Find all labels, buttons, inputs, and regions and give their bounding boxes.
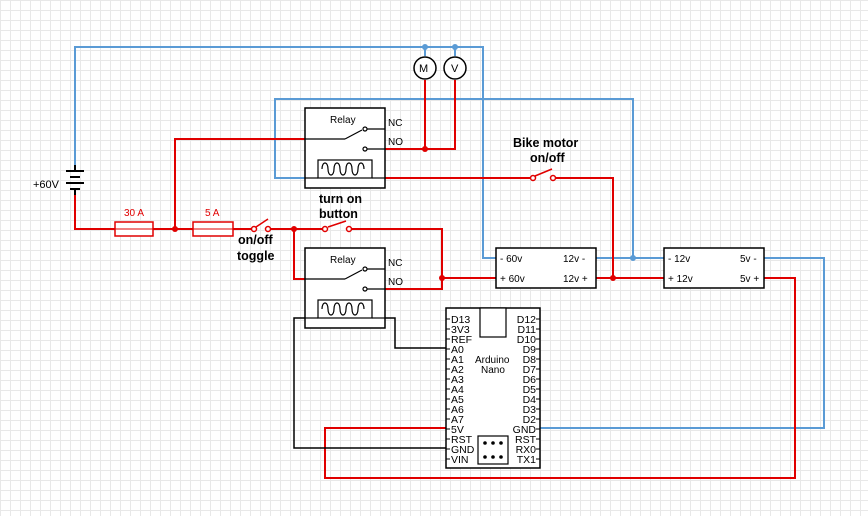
arduino-pin-rst: RST xyxy=(515,434,537,446)
conv2-out-neg: 5v - xyxy=(740,254,757,265)
button-label-1: turn on xyxy=(319,192,362,206)
converter-12v-5v: - 12v + 12v 5v - 5v + xyxy=(663,247,765,289)
wire-to-relay2-com xyxy=(293,229,305,280)
fuse-30a: 30 A xyxy=(114,208,154,237)
arduino-pin-rx0: RX0 xyxy=(516,444,537,456)
meter-leads xyxy=(424,47,456,56)
bike-motor-switch xyxy=(529,168,557,182)
arduino-pin-a7: A7 xyxy=(451,414,464,426)
conv2-in-pos: + 12v xyxy=(668,274,693,285)
blue-junctions xyxy=(422,44,636,261)
conv1-out-pos: 12v + xyxy=(563,274,588,285)
arduino-pin-a4: A4 xyxy=(451,384,464,396)
arduino-pin-d7: D7 xyxy=(523,364,537,376)
arduino-pin-a2: A2 xyxy=(451,364,464,376)
arduino-pin-a5: A5 xyxy=(451,394,464,406)
arduino-pin-vin: VIN xyxy=(451,454,469,466)
blue-wires xyxy=(74,46,825,429)
black-wires xyxy=(293,317,450,449)
arduino-pin-d13: D13 xyxy=(451,314,470,326)
arduino-pin-d5: D5 xyxy=(523,384,537,396)
conv1-out-neg: 12v - xyxy=(563,254,585,265)
arduino-nano: Arduino Nano D133V3REFA0A1A2A3A4A5A6A75V… xyxy=(445,307,541,469)
relay-1: Relay NC NO xyxy=(304,107,403,189)
voltmeter-label: V xyxy=(451,63,459,75)
wire-relay2-coil-to-a0 xyxy=(385,317,450,349)
volt-meter: V xyxy=(443,56,467,80)
battery xyxy=(66,165,84,195)
wire-relay1-no-to-meters xyxy=(385,80,456,150)
fuse-5a-label: 5 A xyxy=(205,208,220,219)
arduino-pin-rst: RST xyxy=(451,434,473,446)
turn-on-button xyxy=(321,220,353,233)
conv1-in-pos: + 60v xyxy=(500,274,525,285)
toggle-switch xyxy=(250,218,272,233)
conv1-in-neg: - 60v xyxy=(500,254,522,265)
wire-relay1-coil-loop xyxy=(274,98,634,258)
arduino-pin-d9: D9 xyxy=(523,344,537,356)
motor-meter: M xyxy=(413,56,437,80)
button-label-2: button xyxy=(319,207,358,221)
wire-button-to-relay2-no xyxy=(352,228,443,290)
toggle-label-2: toggle xyxy=(237,249,275,263)
arduino-pin-tx1: TX1 xyxy=(517,454,536,466)
relay-1-no: NO xyxy=(388,137,403,148)
arduino-pin-3v3: 3V3 xyxy=(451,324,470,336)
red-wires xyxy=(74,80,796,479)
wire-battery-positive xyxy=(74,195,115,230)
arduino-pin-d10: D10 xyxy=(517,334,536,346)
arduino-pin-a6: A6 xyxy=(451,404,464,416)
wire-5v-pos-to-arduino xyxy=(324,277,796,479)
battery-label: +60V xyxy=(33,179,60,191)
relay-2-nc: NC xyxy=(388,258,402,269)
arduino-pin-a0: A0 xyxy=(451,344,464,356)
arduino-pin-d2: D2 xyxy=(523,414,537,426)
wire-battery-negative-top xyxy=(74,46,500,259)
relay-2-no: NO xyxy=(388,277,403,288)
toggle-label-1: on/off xyxy=(238,233,274,247)
junctions xyxy=(172,146,616,281)
arduino-title-2: Nano xyxy=(481,365,505,376)
arduino-pin-d8: D8 xyxy=(523,354,537,366)
converter-60v-12v: - 60v + 60v 12v - 12v + xyxy=(495,247,597,289)
wire-bike-switch-out xyxy=(556,177,614,278)
arduino-pin-5v: 5V xyxy=(451,424,464,436)
wire-to-relay1-com xyxy=(174,138,305,229)
arduino-pin-a1: A1 xyxy=(451,354,464,366)
arduino-pin-d4: D4 xyxy=(523,394,537,406)
bike-label-2: on/off xyxy=(530,151,566,165)
wire-5v-neg-to-gnd xyxy=(540,257,825,429)
fuse-5a: 5 A xyxy=(192,208,234,237)
conv2-out-pos: 5v + xyxy=(740,274,759,285)
conv2-in-neg: - 12v xyxy=(668,254,690,265)
arduino-pin-gnd: GND xyxy=(451,444,475,456)
relay-2: Relay NC NO xyxy=(304,247,403,329)
arduino-pin-d11: D11 xyxy=(518,324,537,336)
arduino-pin-gnd: GND xyxy=(513,424,537,436)
relay-2-title: Relay xyxy=(330,255,356,266)
relay-1-title: Relay xyxy=(330,115,356,126)
relay-1-nc: NC xyxy=(388,118,402,129)
arduino-title-1: Arduino xyxy=(475,355,510,366)
arduino-pin-d12: D12 xyxy=(517,314,536,326)
fuse-30a-label: 30 A xyxy=(124,208,144,219)
arduino-pin-ref: REF xyxy=(451,334,472,346)
motor-label: M xyxy=(419,63,428,75)
arduino-pin-d3: D3 xyxy=(523,404,537,416)
wire-relay2-coil-to-gnd xyxy=(293,317,450,449)
arduino-pin-d6: D6 xyxy=(523,374,537,386)
arduino-pin-a3: A3 xyxy=(451,374,464,386)
bike-label-1: Bike motor xyxy=(513,136,578,150)
